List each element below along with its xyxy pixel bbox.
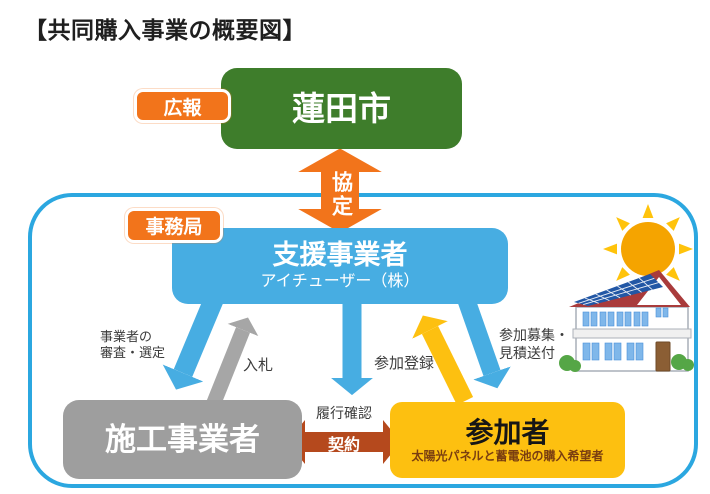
node-participant-subtitle: 太陽光パネルと蓄電池の購入希望者 (411, 448, 604, 463)
door (655, 341, 671, 372)
edge-label-registration: 参加登録 (374, 355, 435, 372)
node-hasuda-city-label: 蓮田市 (292, 89, 391, 127)
windows (582, 307, 669, 327)
boshu-arrow (457, 296, 511, 389)
badge-jimukyoku-label: 事務局 (145, 217, 203, 238)
nyusatsu-arrow (206, 317, 259, 408)
edge-label-bidding: 入札 (243, 357, 274, 374)
node-participant-label: 参加者 (465, 416, 550, 448)
page-title: 【共同購入事業の概要図】 (24, 17, 306, 43)
edge-label-screening: 事業者の 審査・選定 (100, 329, 166, 361)
badge-secretariat: 事務局 (125, 208, 223, 243)
badge-koho-label: 広報 (163, 97, 202, 119)
edge-label-performance-check: 履行確認 (316, 405, 372, 421)
edge-label-agreement: 協定 (329, 171, 353, 219)
node-construction-operator: 施工事業者 (63, 400, 302, 479)
node-builder-label: 施工事業者 (105, 421, 260, 457)
node-participants: 参加者 太陽光パネルと蓄電池の購入希望者 (390, 402, 625, 478)
sun-icon (603, 204, 693, 294)
house-icon (559, 270, 694, 372)
edge-label-recruitment-quotes: 参加募集・ 見積送付 (499, 327, 569, 361)
node-support-label: 支援事業者 (272, 240, 408, 271)
edge-label-contract: 契約 (327, 437, 360, 454)
house-illustration (559, 204, 694, 372)
node-support-operator: 支援事業者 アイチューザー（株） (172, 228, 508, 304)
node-hasuda-city: 蓮田市 (221, 68, 462, 149)
node-support-subtitle: アイチューザー（株） (260, 273, 420, 291)
touroku-arrow (412, 315, 474, 405)
bushes (559, 354, 694, 372)
badge-public-relations: 広報 (134, 89, 231, 123)
solar-panel-icon (574, 274, 663, 306)
shinsa-arrow (162, 295, 224, 390)
